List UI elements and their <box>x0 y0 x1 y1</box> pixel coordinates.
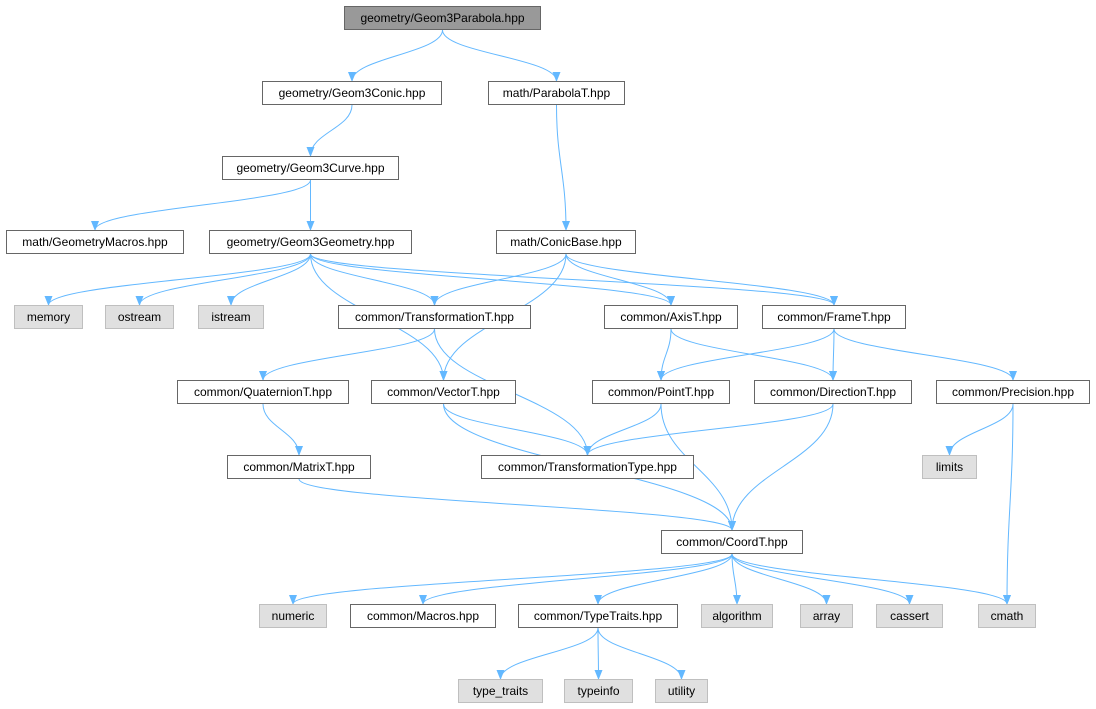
node-typetraits[interactable]: common/TypeTraits.hpp <box>518 604 678 628</box>
edge-directiont-to-coordt <box>728 403 834 531</box>
node-istream: istream <box>198 305 264 329</box>
node-limits: limits <box>922 455 977 479</box>
edge-axist-to-directiont <box>670 328 837 381</box>
edge-coordt-to-cassert <box>731 553 914 605</box>
edge-framet-to-precision <box>833 328 1017 381</box>
node-geom3geometry[interactable]: geometry/Geom3Geometry.hpp <box>209 230 412 254</box>
edge-geom3geometry-to-transformationt <box>310 253 439 306</box>
edge-root-to-parabolat <box>442 29 561 82</box>
node-vectort[interactable]: common/VectorT.hpp <box>371 380 516 404</box>
node-utility: utility <box>655 679 708 703</box>
node-root[interactable]: geometry/Geom3Parabola.hpp <box>344 6 541 30</box>
edge-coordt-to-array <box>731 553 831 605</box>
edge-geom3conic-to-geom3curve <box>306 104 353 157</box>
edge-typetraits-to-utility <box>597 627 686 680</box>
edge-coordt-to-algorithm <box>731 553 741 605</box>
edge-axist-to-pointt <box>657 328 672 381</box>
edge-directiont-to-transformationtype <box>583 403 834 456</box>
node-typeinfo: typeinfo <box>564 679 633 703</box>
edge-coordt-to-numeric <box>289 553 733 605</box>
node-coordt[interactable]: common/CoordT.hpp <box>661 530 803 554</box>
edge-coordt-to-macros <box>419 553 733 605</box>
node-macros[interactable]: common/Macros.hpp <box>350 604 496 628</box>
node-framet[interactable]: common/FrameT.hpp <box>762 305 906 329</box>
node-quaterniont[interactable]: common/QuaternionT.hpp <box>177 380 349 404</box>
edge-transformationt-to-quaterniont <box>259 328 435 381</box>
node-directiont[interactable]: common/DirectionT.hpp <box>754 380 912 404</box>
node-memory: memory <box>14 305 83 329</box>
edge-typetraits-to-typeinfo <box>594 627 603 680</box>
edge-framet-to-directiont <box>829 328 838 381</box>
edge-geom3geometry-to-framet <box>310 253 838 306</box>
edge-precision-to-limits <box>945 403 1014 456</box>
edge-coordt-to-cmath <box>731 553 1011 605</box>
edge-root-to-geom3conic <box>348 29 443 82</box>
edge-framet-to-pointt <box>657 328 835 381</box>
node-axist[interactable]: common/AxisT.hpp <box>604 305 738 329</box>
node-cassert: cassert <box>876 604 943 628</box>
edge-coordt-to-typetraits <box>594 553 733 605</box>
edge-conicbase-to-transformationt <box>430 253 567 306</box>
node-transformationtype[interactable]: common/TransformationType.hpp <box>481 455 694 479</box>
node-algorithm: algorithm <box>701 604 773 628</box>
node-conicbase[interactable]: math/ConicBase.hpp <box>496 230 636 254</box>
node-array: array <box>800 604 853 628</box>
edge-precision-to-cmath <box>1003 403 1014 605</box>
node-numeric: numeric <box>259 604 327 628</box>
edge-geom3geometry-to-ostream <box>135 253 311 306</box>
edge-conicbase-to-axist <box>565 253 675 306</box>
node-parabolat[interactable]: math/ParabolaT.hpp <box>488 81 625 105</box>
edge-vectort-to-transformationtype <box>443 403 592 456</box>
node-cmath: cmath <box>978 604 1036 628</box>
edge-geom3geometry-to-axist <box>310 253 675 306</box>
node-geometrymacros[interactable]: math/GeometryMacros.hpp <box>6 230 184 254</box>
node-transformationt[interactable]: common/TransformationT.hpp <box>338 305 531 329</box>
edge-pointt-to-coordt <box>660 403 736 531</box>
edge-quaterniont-to-matrixt <box>262 403 303 456</box>
edge-typetraits-to-type-traits <box>496 627 599 680</box>
node-geom3curve[interactable]: geometry/Geom3Curve.hpp <box>222 156 399 180</box>
node-pointt[interactable]: common/PointT.hpp <box>592 380 730 404</box>
node-type-traits: type_traits <box>458 679 543 703</box>
node-precision[interactable]: common/Precision.hpp <box>936 380 1090 404</box>
edge-geom3curve-to-geometrymacros <box>91 179 311 231</box>
edge-parabolat-to-conicbase <box>556 104 570 231</box>
node-geom3conic[interactable]: geometry/Geom3Conic.hpp <box>262 81 442 105</box>
node-ostream: ostream <box>105 305 174 329</box>
edge-matrixt-to-coordt <box>298 478 736 531</box>
node-matrixt[interactable]: common/MatrixT.hpp <box>227 455 371 479</box>
edge-geom3geometry-to-istream <box>227 253 311 306</box>
edge-conicbase-to-framet <box>565 253 838 306</box>
edge-geom3geometry-to-memory <box>44 253 311 306</box>
